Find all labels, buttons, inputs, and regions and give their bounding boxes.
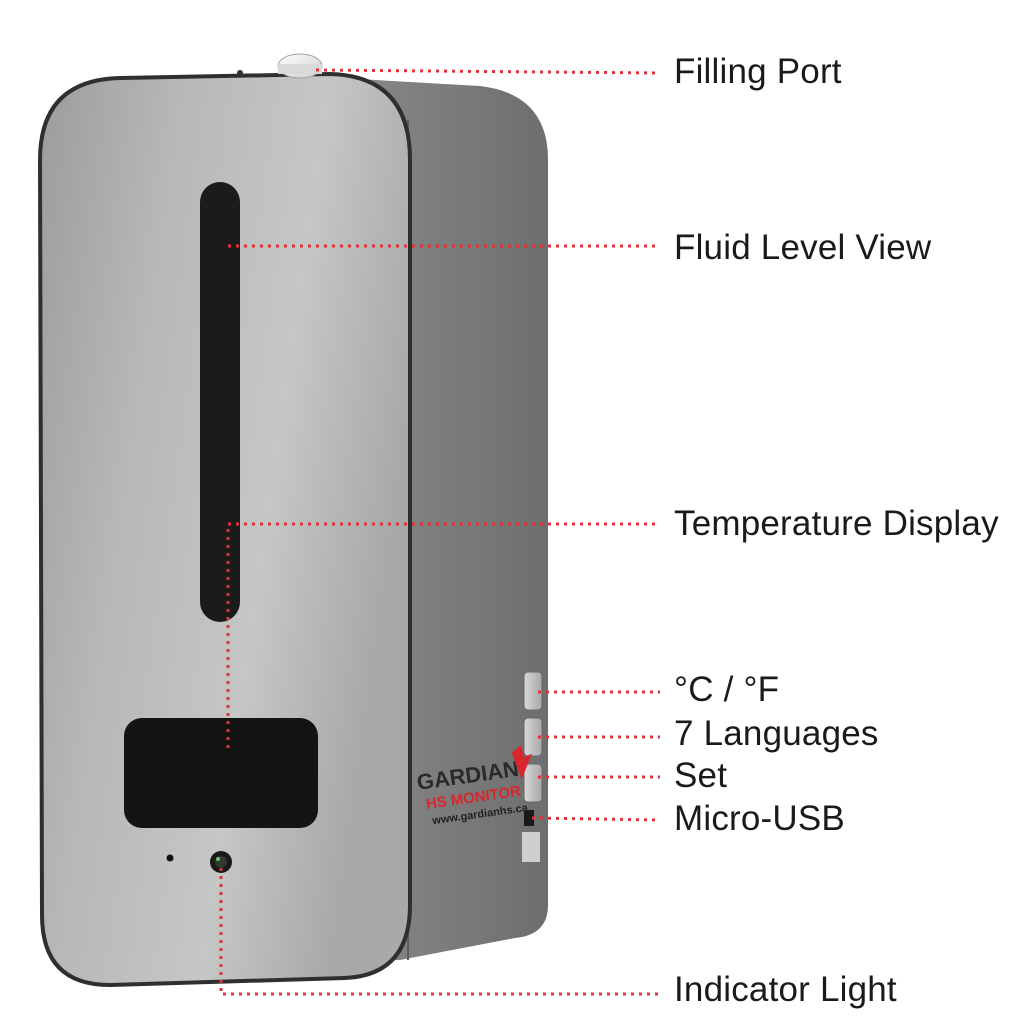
label-unit-toggle: °C / °F	[674, 670, 780, 709]
leader-filling-port	[315, 68, 661, 75]
brand-cross-icon	[511, 745, 533, 780]
leader-lines	[219, 68, 661, 996]
label-languages: 7 Languages	[674, 714, 879, 753]
sensor-dot	[166, 854, 174, 862]
side-buttons	[522, 671, 543, 862]
indicator-light-lens	[210, 851, 232, 873]
temperature-display-screen	[124, 718, 318, 828]
leader-indicator	[219, 868, 660, 996]
label-fluid-level-view: Fluid Level View	[674, 228, 932, 267]
leader-temperature	[226, 522, 660, 748]
label-temperature-display: Temperature Display	[674, 504, 999, 543]
leader-micro-usb	[531, 816, 661, 822]
fluid-level-window	[200, 182, 240, 622]
label-filling-port: Filling Port	[674, 52, 842, 91]
label-indicator-light: Indicator Light	[674, 970, 897, 1009]
label-micro-usb: Micro-USB	[674, 799, 845, 838]
filling-port-cap	[237, 53, 323, 79]
label-set: Set	[674, 756, 728, 795]
